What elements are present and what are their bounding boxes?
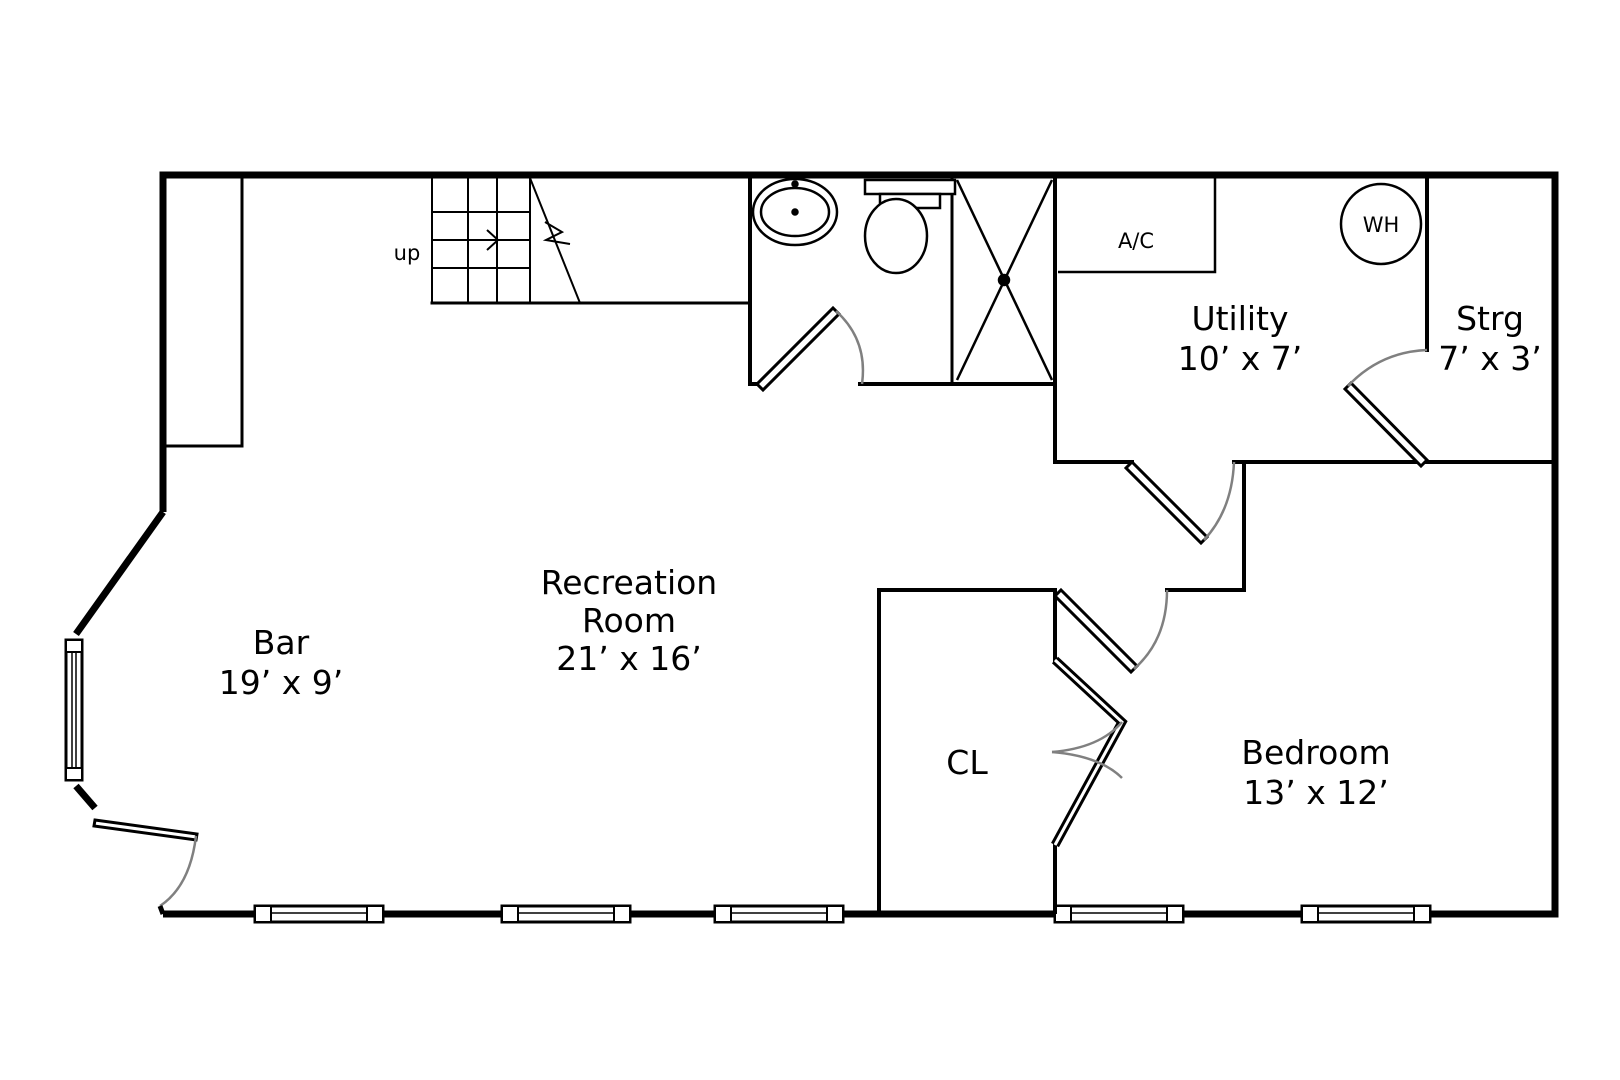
bedroom-dims: 13’ x 12’ (1243, 773, 1388, 812)
utility-fixtures (1058, 178, 1423, 274)
doors (754, 305, 1430, 848)
recreation-room-dims: 21’ x 16’ (556, 639, 701, 678)
room-labels: Recreation Room 21’ x 16’ Bar 19’ x 9’ U… (219, 299, 1542, 812)
ac-label: A/C (1118, 229, 1154, 253)
recreation-room-name-line1: Recreation (541, 563, 717, 602)
bottom-windows (253, 904, 1432, 924)
bathroom-fixtures (751, 177, 957, 275)
storage-dims: 7’ x 3’ (1438, 339, 1541, 378)
storage-name: Strg (1456, 299, 1524, 338)
utility-dims: 10’ x 7’ (1178, 339, 1302, 378)
utility-name: Utility (1191, 299, 1288, 338)
closet-name: CL (946, 743, 988, 782)
toilet-bowl-icon (863, 197, 929, 275)
water-heater-label: WH (1363, 213, 1400, 237)
arrow-right-icon (486, 229, 500, 251)
bar-name: Bar (253, 623, 310, 662)
shower-stall (955, 179, 1054, 381)
recreation-room-name-line2: Room (582, 601, 676, 640)
toilet-tank-icon (863, 178, 957, 196)
water-heater-icon (1339, 182, 1423, 266)
bedroom-name: Bedroom (1241, 733, 1390, 772)
bar-dims: 19’ x 9’ (219, 663, 343, 702)
bay-window (64, 638, 84, 782)
interior-walls (164, 173, 1557, 914)
stairs-up-label: up (394, 241, 421, 265)
stairs (431, 177, 581, 304)
bar-exterior-door (92, 818, 199, 915)
